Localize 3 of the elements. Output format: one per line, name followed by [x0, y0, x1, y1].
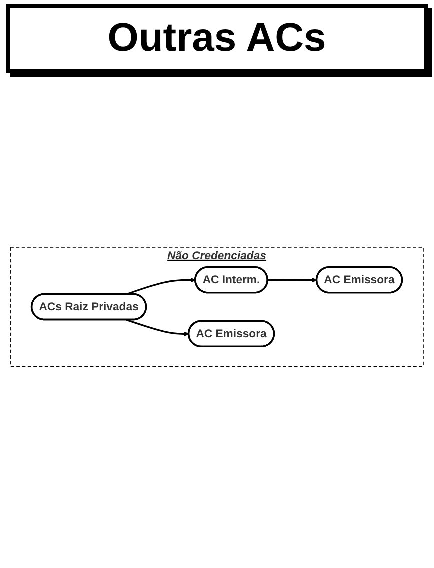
arrow: [126, 278, 196, 296]
arrow: [268, 278, 318, 283]
arrow: [126, 319, 190, 337]
